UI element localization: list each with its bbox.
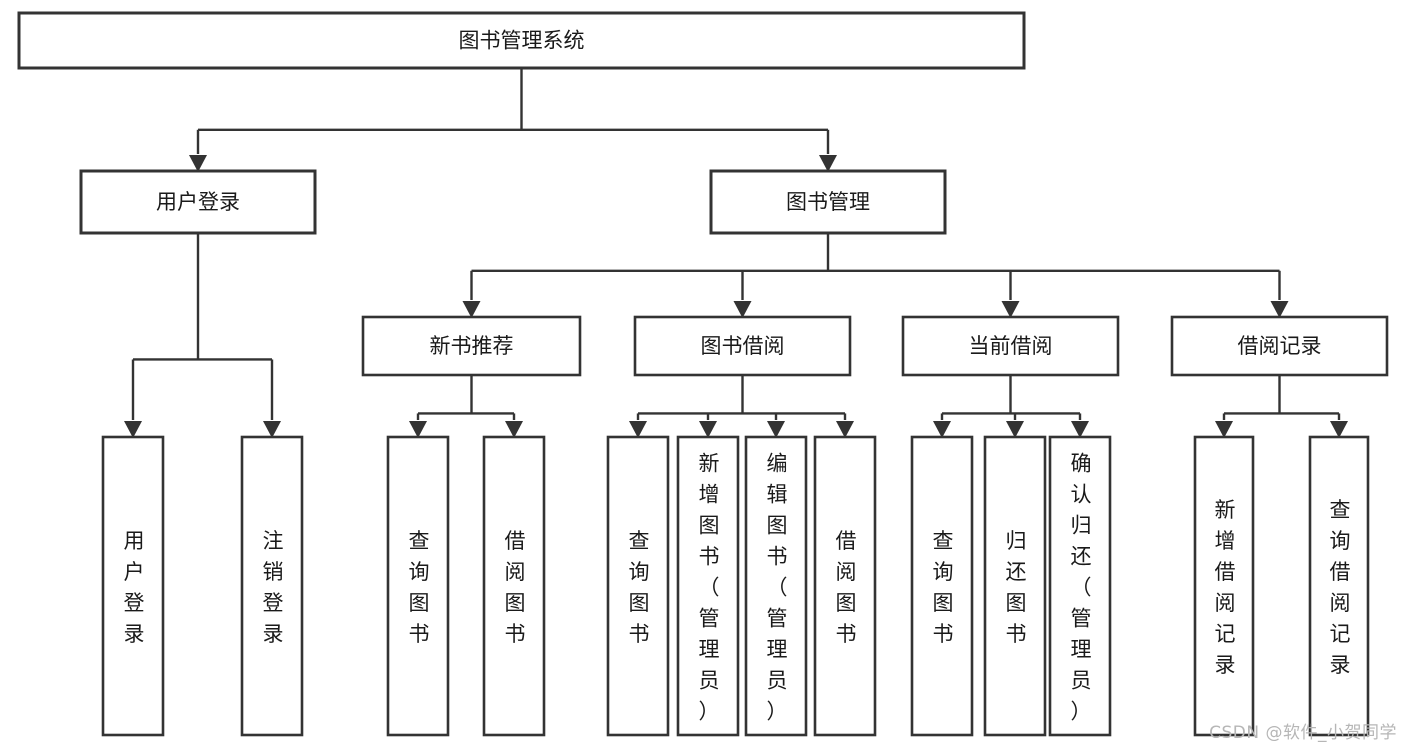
node-label: 查询图书 bbox=[629, 529, 650, 646]
node-user-login[interactable]: 用户登录 bbox=[79, 169, 317, 235]
node-label: 查询图书 bbox=[409, 529, 430, 646]
node-label: 用户登录 bbox=[156, 190, 240, 214]
node-leaf-return-book[interactable]: 归还图书 bbox=[983, 435, 1047, 737]
arrow-head-icon bbox=[1071, 421, 1089, 438]
node-borrow-record[interactable]: 借阅记录 bbox=[1170, 315, 1389, 377]
edge-group-book-borrow bbox=[629, 375, 854, 438]
node-label: 归还图书 bbox=[1006, 529, 1027, 646]
node-label: 新增借阅记录 bbox=[1215, 498, 1236, 677]
node-label: 新书推荐 bbox=[430, 334, 514, 358]
edge-group-user-login bbox=[124, 233, 281, 438]
node-box bbox=[1193, 435, 1255, 737]
edge-group-borrow-record bbox=[1215, 375, 1348, 438]
node-leaf-query-book-1[interactable]: 查询图书 bbox=[386, 435, 450, 737]
node-label: 图书管理 bbox=[786, 190, 870, 214]
node-box bbox=[910, 435, 974, 737]
node-leaf-user-logout[interactable]: 注销登录 bbox=[240, 435, 304, 737]
arrow-head-icon bbox=[767, 421, 785, 438]
node-box bbox=[79, 169, 317, 235]
arrow-head-icon bbox=[1330, 421, 1348, 438]
node-new-book-rec[interactable]: 新书推荐 bbox=[361, 315, 582, 377]
node-book-borrow[interactable]: 图书借阅 bbox=[633, 315, 852, 377]
node-label: 借阅图书 bbox=[505, 529, 526, 646]
node-box bbox=[813, 435, 877, 737]
node-leaf-confirm-return[interactable]: 确认归还（管理员） bbox=[1048, 435, 1112, 737]
arrow-head-icon bbox=[462, 301, 481, 318]
node-box bbox=[386, 435, 450, 737]
node-label: 查询图书 bbox=[933, 529, 954, 646]
node-box bbox=[606, 435, 670, 737]
node-label: 编辑图书（管理员） bbox=[767, 452, 788, 724]
node-box bbox=[744, 435, 808, 737]
node-current-borrow[interactable]: 当前借阅 bbox=[901, 315, 1120, 377]
edge-group-root bbox=[189, 68, 837, 172]
node-box bbox=[633, 315, 852, 377]
arrow-head-icon bbox=[189, 155, 207, 172]
node-label: 图书管理系统 bbox=[459, 29, 585, 53]
arrow-head-icon bbox=[933, 421, 951, 438]
node-box bbox=[1170, 315, 1389, 377]
arrow-head-icon bbox=[1006, 421, 1024, 438]
node-label: 当前借阅 bbox=[969, 334, 1053, 358]
arrow-head-icon bbox=[124, 421, 142, 438]
edge-group-new-book-rec bbox=[409, 375, 523, 438]
node-leaf-add-book[interactable]: 新增图书（管理员） bbox=[676, 435, 740, 737]
node-box bbox=[17, 11, 1026, 70]
node-label: 新增图书（管理员） bbox=[699, 452, 720, 724]
node-leaf-edit-book[interactable]: 编辑图书（管理员） bbox=[744, 435, 808, 737]
arrow-head-icon bbox=[819, 155, 837, 172]
node-label: 查询借阅记录 bbox=[1330, 498, 1351, 677]
node-box bbox=[709, 169, 947, 235]
node-label: 用户登录 bbox=[124, 529, 145, 646]
node-box bbox=[1308, 435, 1370, 737]
node-box bbox=[482, 435, 546, 737]
arrow-head-icon bbox=[263, 421, 281, 438]
arrow-head-icon bbox=[1215, 421, 1233, 438]
node-box bbox=[1048, 435, 1112, 737]
edge-group-current-borrow bbox=[933, 375, 1089, 438]
arrow-head-icon bbox=[409, 421, 427, 438]
node-leaf-query-book-3[interactable]: 查询图书 bbox=[910, 435, 974, 737]
node-box bbox=[101, 435, 165, 737]
node-leaf-borrow-book-1[interactable]: 借阅图书 bbox=[482, 435, 546, 737]
node-box bbox=[361, 315, 582, 377]
arrow-head-icon bbox=[836, 421, 854, 438]
node-book-manage[interactable]: 图书管理 bbox=[709, 169, 947, 235]
node-box bbox=[901, 315, 1120, 377]
node-label: 借阅图书 bbox=[836, 529, 857, 646]
arrow-head-icon bbox=[1270, 301, 1289, 318]
edge-layer bbox=[124, 68, 1348, 438]
node-box bbox=[676, 435, 740, 737]
node-leaf-user-login[interactable]: 用户登录 bbox=[101, 435, 165, 737]
arrow-head-icon bbox=[629, 421, 647, 438]
node-label: 注销登录 bbox=[263, 529, 284, 646]
node-leaf-query-record[interactable]: 查询借阅记录 bbox=[1308, 435, 1370, 737]
node-box bbox=[983, 435, 1047, 737]
arrow-head-icon bbox=[699, 421, 717, 438]
arrow-head-icon bbox=[505, 421, 523, 438]
arrow-head-icon bbox=[1001, 301, 1020, 318]
node-label: 图书借阅 bbox=[701, 334, 785, 358]
node-label: 借阅记录 bbox=[1238, 334, 1322, 358]
node-layer: 图书管理系统用户登录图书管理新书推荐图书借阅当前借阅借阅记录用户登录注销登录查询… bbox=[17, 11, 1389, 737]
node-leaf-borrow-book-2[interactable]: 借阅图书 bbox=[813, 435, 877, 737]
node-root[interactable]: 图书管理系统 bbox=[17, 11, 1026, 70]
node-leaf-add-record[interactable]: 新增借阅记录 bbox=[1193, 435, 1255, 737]
arrow-head-icon bbox=[733, 301, 752, 318]
node-label: 确认归还（管理员） bbox=[1071, 452, 1092, 724]
node-leaf-query-book-2[interactable]: 查询图书 bbox=[606, 435, 670, 737]
node-box bbox=[240, 435, 304, 737]
edge-group-book-manage bbox=[462, 233, 1289, 318]
